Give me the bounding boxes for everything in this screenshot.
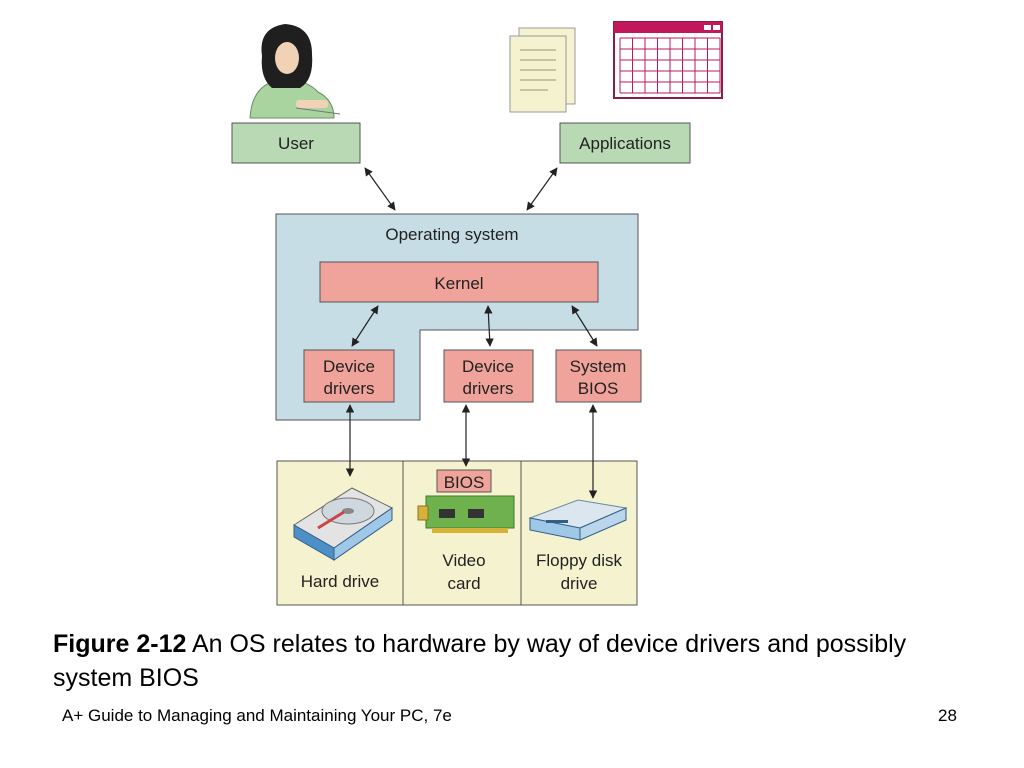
system-bios-box [555, 349, 642, 403]
video-card-label-a: Video [442, 551, 485, 570]
footer-page-number: 28 [938, 706, 957, 725]
user-illustration [249, 24, 341, 119]
figure-caption-text: An OS relates to hardware by way of devi… [53, 630, 907, 692]
edge-kernel-bios [571, 305, 598, 347]
kernel-box [319, 261, 599, 303]
device-drivers-label-2b: drivers [462, 379, 513, 398]
device-drivers-label-1a: Device [323, 357, 375, 376]
edge-kernel-driver2 [484, 305, 494, 347]
device-drivers-box-2 [443, 349, 534, 403]
edge-kernel-driver1 [351, 305, 379, 347]
user-label: User [278, 134, 314, 153]
edge-applications-os [526, 167, 558, 211]
os-hardware-diagram: User Applications Operating system Kerne… [231, 21, 723, 606]
applications-label: Applications [579, 134, 671, 153]
hard-drive-label: Hard drive [301, 572, 379, 591]
system-bios-label-b: BIOS [578, 379, 619, 398]
operating-system-label: Operating system [385, 225, 518, 244]
system-bios-label-a: System [570, 357, 627, 376]
edge-user-os [364, 167, 396, 211]
video-bios-chip [436, 469, 492, 493]
video-card-icon [417, 495, 515, 533]
video-card-label-b: card [447, 574, 480, 593]
device-drivers-box-1 [303, 349, 395, 403]
hard-drive-icon [293, 487, 393, 561]
figure-caption: Figure 2-12 An OS relates to hardware by… [53, 627, 953, 695]
floppy-label-b: drive [561, 574, 598, 593]
video-bios-label: BIOS [444, 473, 485, 492]
kernel-label: Kernel [434, 274, 483, 293]
user-box [231, 122, 361, 164]
footer-book-title: A+ Guide to Managing and Maintaining You… [62, 706, 452, 725]
device-drivers-label-1b: drivers [323, 379, 374, 398]
figure-label: Figure 2-12 [53, 630, 187, 658]
applications-box [559, 122, 691, 164]
floppy-label-a: Floppy disk [536, 551, 622, 570]
device-drivers-label-2a: Device [462, 357, 514, 376]
floppy-drive-icon [528, 499, 628, 541]
applications-illustration [509, 21, 723, 113]
